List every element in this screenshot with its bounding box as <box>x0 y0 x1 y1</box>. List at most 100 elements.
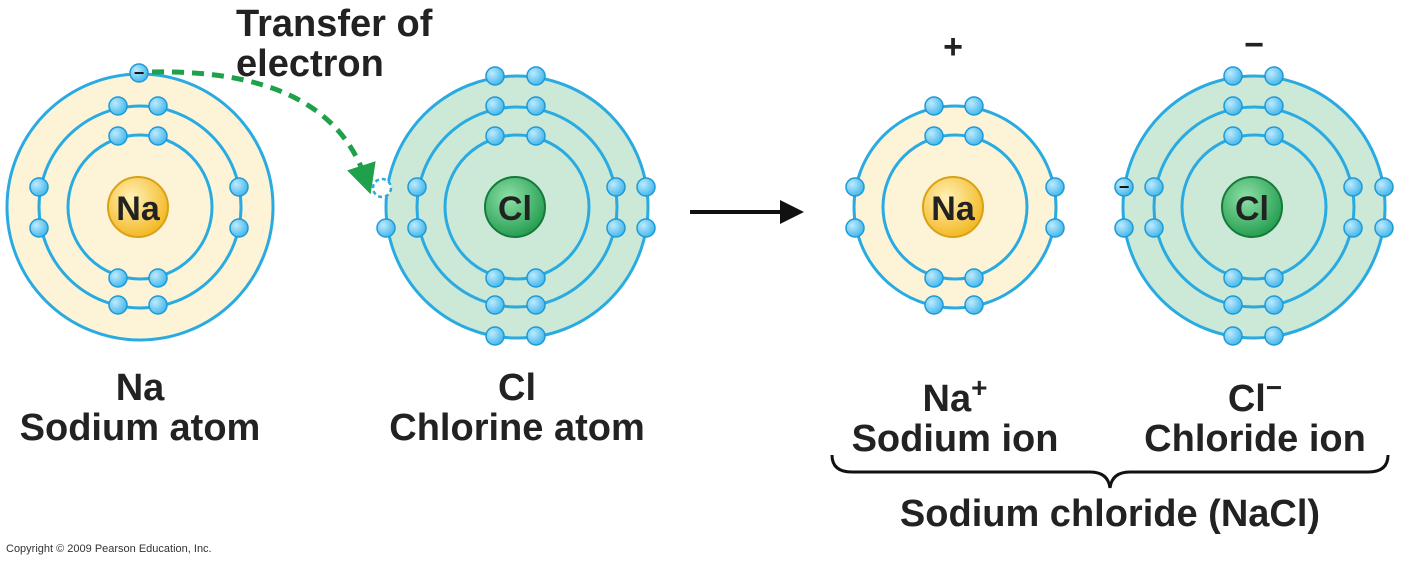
gained-electron-minus-sign: − <box>1119 177 1130 197</box>
electron <box>845 177 865 197</box>
chloride-ion: Cl − − <box>1114 26 1394 346</box>
electron <box>148 126 168 146</box>
electron <box>606 177 626 197</box>
electron-transfer-arrow <box>151 69 376 195</box>
chloride-ion-label-name: Chloride ion <box>1144 418 1366 460</box>
electron <box>606 218 626 238</box>
electron <box>1114 218 1134 238</box>
sodium-ion-nucleus <box>922 176 984 238</box>
electron <box>1144 218 1164 238</box>
electron <box>1264 326 1284 346</box>
sodium-atom-shell-2 <box>37 104 243 310</box>
chlorine-atom-electrons <box>371 66 656 346</box>
electron <box>845 218 865 238</box>
chlorine-atom-label-name: Chlorine atom <box>389 407 645 449</box>
transfer-label: Transfer of electron <box>236 4 432 84</box>
electron <box>1144 177 1164 197</box>
electron <box>1045 218 1065 238</box>
electron <box>1045 177 1065 197</box>
electron <box>526 96 546 116</box>
electron <box>924 268 944 288</box>
electron <box>407 218 427 238</box>
electron <box>108 295 128 315</box>
electron <box>636 218 656 238</box>
electron <box>148 295 168 315</box>
electron <box>229 218 249 238</box>
chlorine-atom-shell-2 <box>415 105 619 309</box>
electron <box>485 295 505 315</box>
electron <box>636 177 656 197</box>
chlorine-atom-nucleus <box>484 176 546 238</box>
electron <box>1374 218 1394 238</box>
electron <box>964 126 984 146</box>
electron <box>526 326 546 346</box>
chloride-ion-label: Cl− Chloride ion <box>1110 368 1400 459</box>
electron <box>148 268 168 288</box>
sodium-ion-label-name: Sodium ion <box>851 418 1059 460</box>
electron <box>1223 326 1243 346</box>
chloride-ion-charge: − <box>1244 26 1264 64</box>
electron-vacancy <box>371 177 393 199</box>
electron <box>485 268 505 288</box>
sodium-ion-label-charge: + <box>971 372 988 403</box>
chloride-ion-nucleus <box>1221 176 1283 238</box>
sodium-ion-label: Na+ Sodium ion <box>815 368 1095 459</box>
transferring-electron <box>129 63 149 83</box>
sodium-ion-electrons <box>845 96 1065 315</box>
sodium-ion-shell-1 <box>881 133 1029 281</box>
electron <box>148 96 168 116</box>
compound-brace <box>830 454 1390 489</box>
electron-minus-sign: − <box>134 63 145 83</box>
chloride-ion-electrons: − <box>1114 66 1394 346</box>
electron <box>1343 177 1363 197</box>
sodium-atom-symbol: Na <box>116 190 161 228</box>
electron <box>485 326 505 346</box>
chloride-ion-shell-1 <box>1180 133 1328 281</box>
chloride-ion-label-symbol: Cl <box>1227 378 1266 420</box>
gained-electron <box>1114 177 1134 197</box>
transfer-label-line1: Transfer of <box>236 3 433 45</box>
electron <box>1223 66 1243 86</box>
chloride-ion-symbol: Cl <box>1235 190 1269 228</box>
electron <box>1264 66 1284 86</box>
transfer-label-line2: electron <box>236 43 384 85</box>
electron <box>1264 268 1284 288</box>
electron <box>964 96 984 116</box>
chloride-ion-label-charge: − <box>1265 372 1283 403</box>
electron <box>1223 96 1243 116</box>
electron <box>964 295 984 315</box>
sodium-atom-label: Na Sodium atom <box>0 368 280 448</box>
sodium-atom-label-symbol: Na <box>115 367 165 409</box>
electron <box>1223 126 1243 146</box>
electron <box>1223 295 1243 315</box>
electron <box>924 295 944 315</box>
electron <box>485 126 505 146</box>
copyright-text: Copyright © 2009 Pearson Education, Inc. <box>6 543 212 555</box>
electron <box>1343 218 1363 238</box>
electron <box>526 295 546 315</box>
electron <box>108 126 128 146</box>
electron <box>108 96 128 116</box>
electron <box>407 177 427 197</box>
chloride-ion-shell-2 <box>1152 105 1356 309</box>
chlorine-atom-label-symbol: Cl <box>498 367 536 409</box>
sodium-ion-label-symbol: Na <box>922 378 972 420</box>
electron <box>964 268 984 288</box>
sodium-atom-label-name: Sodium atom <box>19 407 261 449</box>
chlorine-atom-label: Cl Chlorine atom <box>357 368 677 448</box>
electron <box>924 126 944 146</box>
sodium-ion: Na + <box>845 28 1065 315</box>
electron <box>229 177 249 197</box>
sodium-atom: Na − <box>5 63 275 342</box>
electron <box>526 126 546 146</box>
electron <box>526 268 546 288</box>
electron <box>485 96 505 116</box>
compound-label: Sodium chloride (NaCl) <box>899 493 1321 535</box>
electron <box>376 218 396 238</box>
sodium-ion-symbol: Na <box>931 190 976 228</box>
chlorine-atom-shell-1 <box>443 133 591 281</box>
sodium-atom-electrons: − <box>29 63 249 315</box>
electron <box>1264 96 1284 116</box>
electron <box>108 268 128 288</box>
